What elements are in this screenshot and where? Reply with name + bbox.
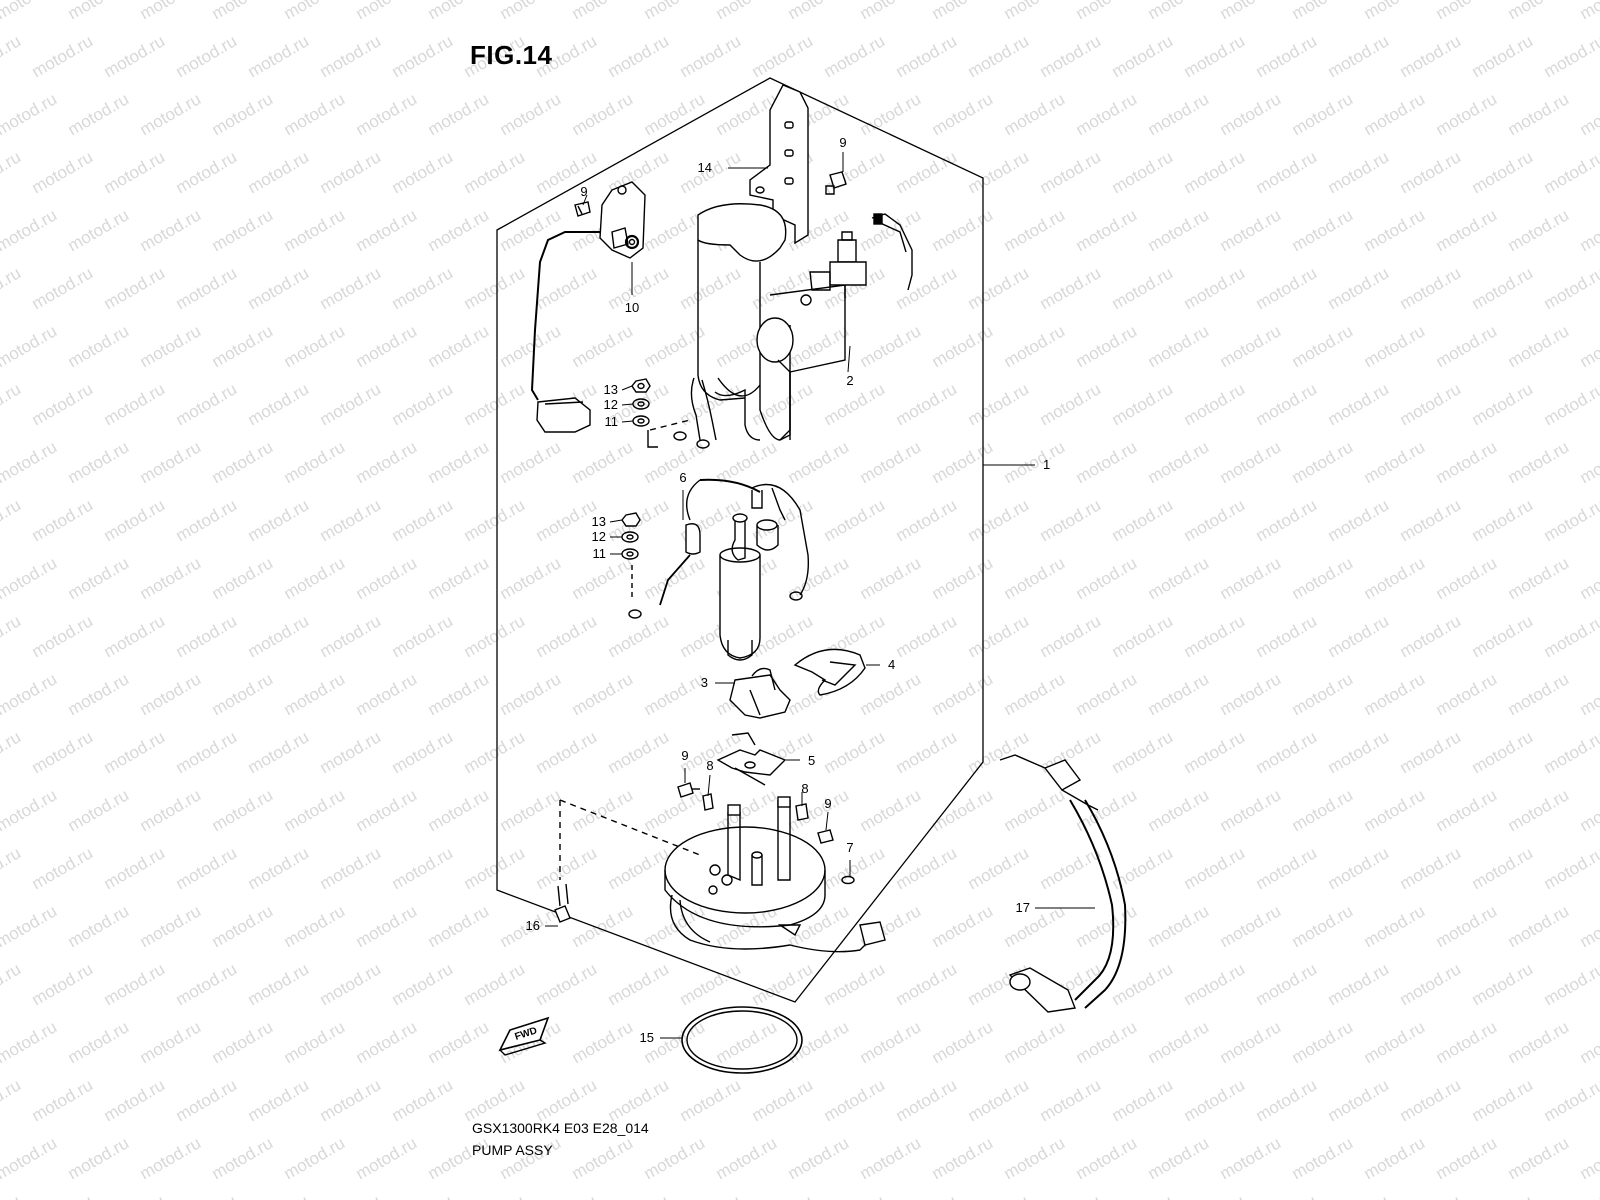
part-6-fuel-pump [628,478,810,661]
part-5-plate [716,732,787,786]
callout-2: 2 [846,373,853,388]
hidden-line-b [559,799,701,856]
assembly-boundary [496,77,984,1003]
callout-15: 15 [640,1030,654,1045]
model-code: GSX1300RK4 E03 E28_014 [472,1120,649,1136]
callout-3: 3 [701,675,708,690]
callout-6: 6 [679,470,686,485]
callout-1: 1 [1043,457,1050,472]
plate-fasteners [677,782,834,844]
callout-13: 13 [604,382,618,397]
part-17-fuel-hose [999,754,1127,1013]
callout-5: 5 [808,753,815,768]
callout-14: 14 [698,160,712,175]
part-2-pump-housing [697,203,846,441]
part-15-o-ring [681,1006,803,1074]
callout-8: 8 [801,781,808,796]
leader-lines [545,152,1095,1039]
callout-7: 7 [846,840,853,855]
part-9-screw-gauge [574,201,591,217]
part-16-bolt [554,883,571,923]
callout-8: 8 [706,758,713,773]
callout-13: 13 [592,514,606,529]
pump-base-flange [664,796,886,953]
part-3-cushion [729,667,791,719]
part-15-o-ring-inner [686,1010,798,1070]
lower-nut-washer-stack [621,512,641,600]
housing-wires [647,377,717,449]
callout-9: 9 [839,135,846,150]
callout-9: 9 [580,184,587,199]
assembly-name: PUMP ASSY [472,1142,553,1158]
callout-labels: 14 9 9 10 2 13 12 11 1 6 13 12 11 4 3 9 … [526,135,1051,1045]
part-4-filter-holder [793,648,866,696]
callout-11: 11 [593,546,607,561]
callout-12: 12 [604,397,618,412]
callout-17: 17 [1016,900,1030,915]
callout-12: 12 [592,529,606,544]
callout-16: 16 [526,918,540,933]
callout-9: 9 [681,748,688,763]
callout-4: 4 [888,657,895,672]
pressure-regulator [800,231,867,306]
part-10-fuel-level-gauge [530,181,646,433]
callout-10: 10 [625,300,639,315]
callout-9: 9 [824,796,831,811]
upper-nut-washer-stack [631,378,651,427]
figure-title: FIG.14 [470,40,553,70]
forward-arrow-icon: FWD [498,1016,550,1056]
callout-11: 11 [605,414,619,429]
part-9-screw-upper [825,171,847,195]
regulator-clip [871,213,913,291]
